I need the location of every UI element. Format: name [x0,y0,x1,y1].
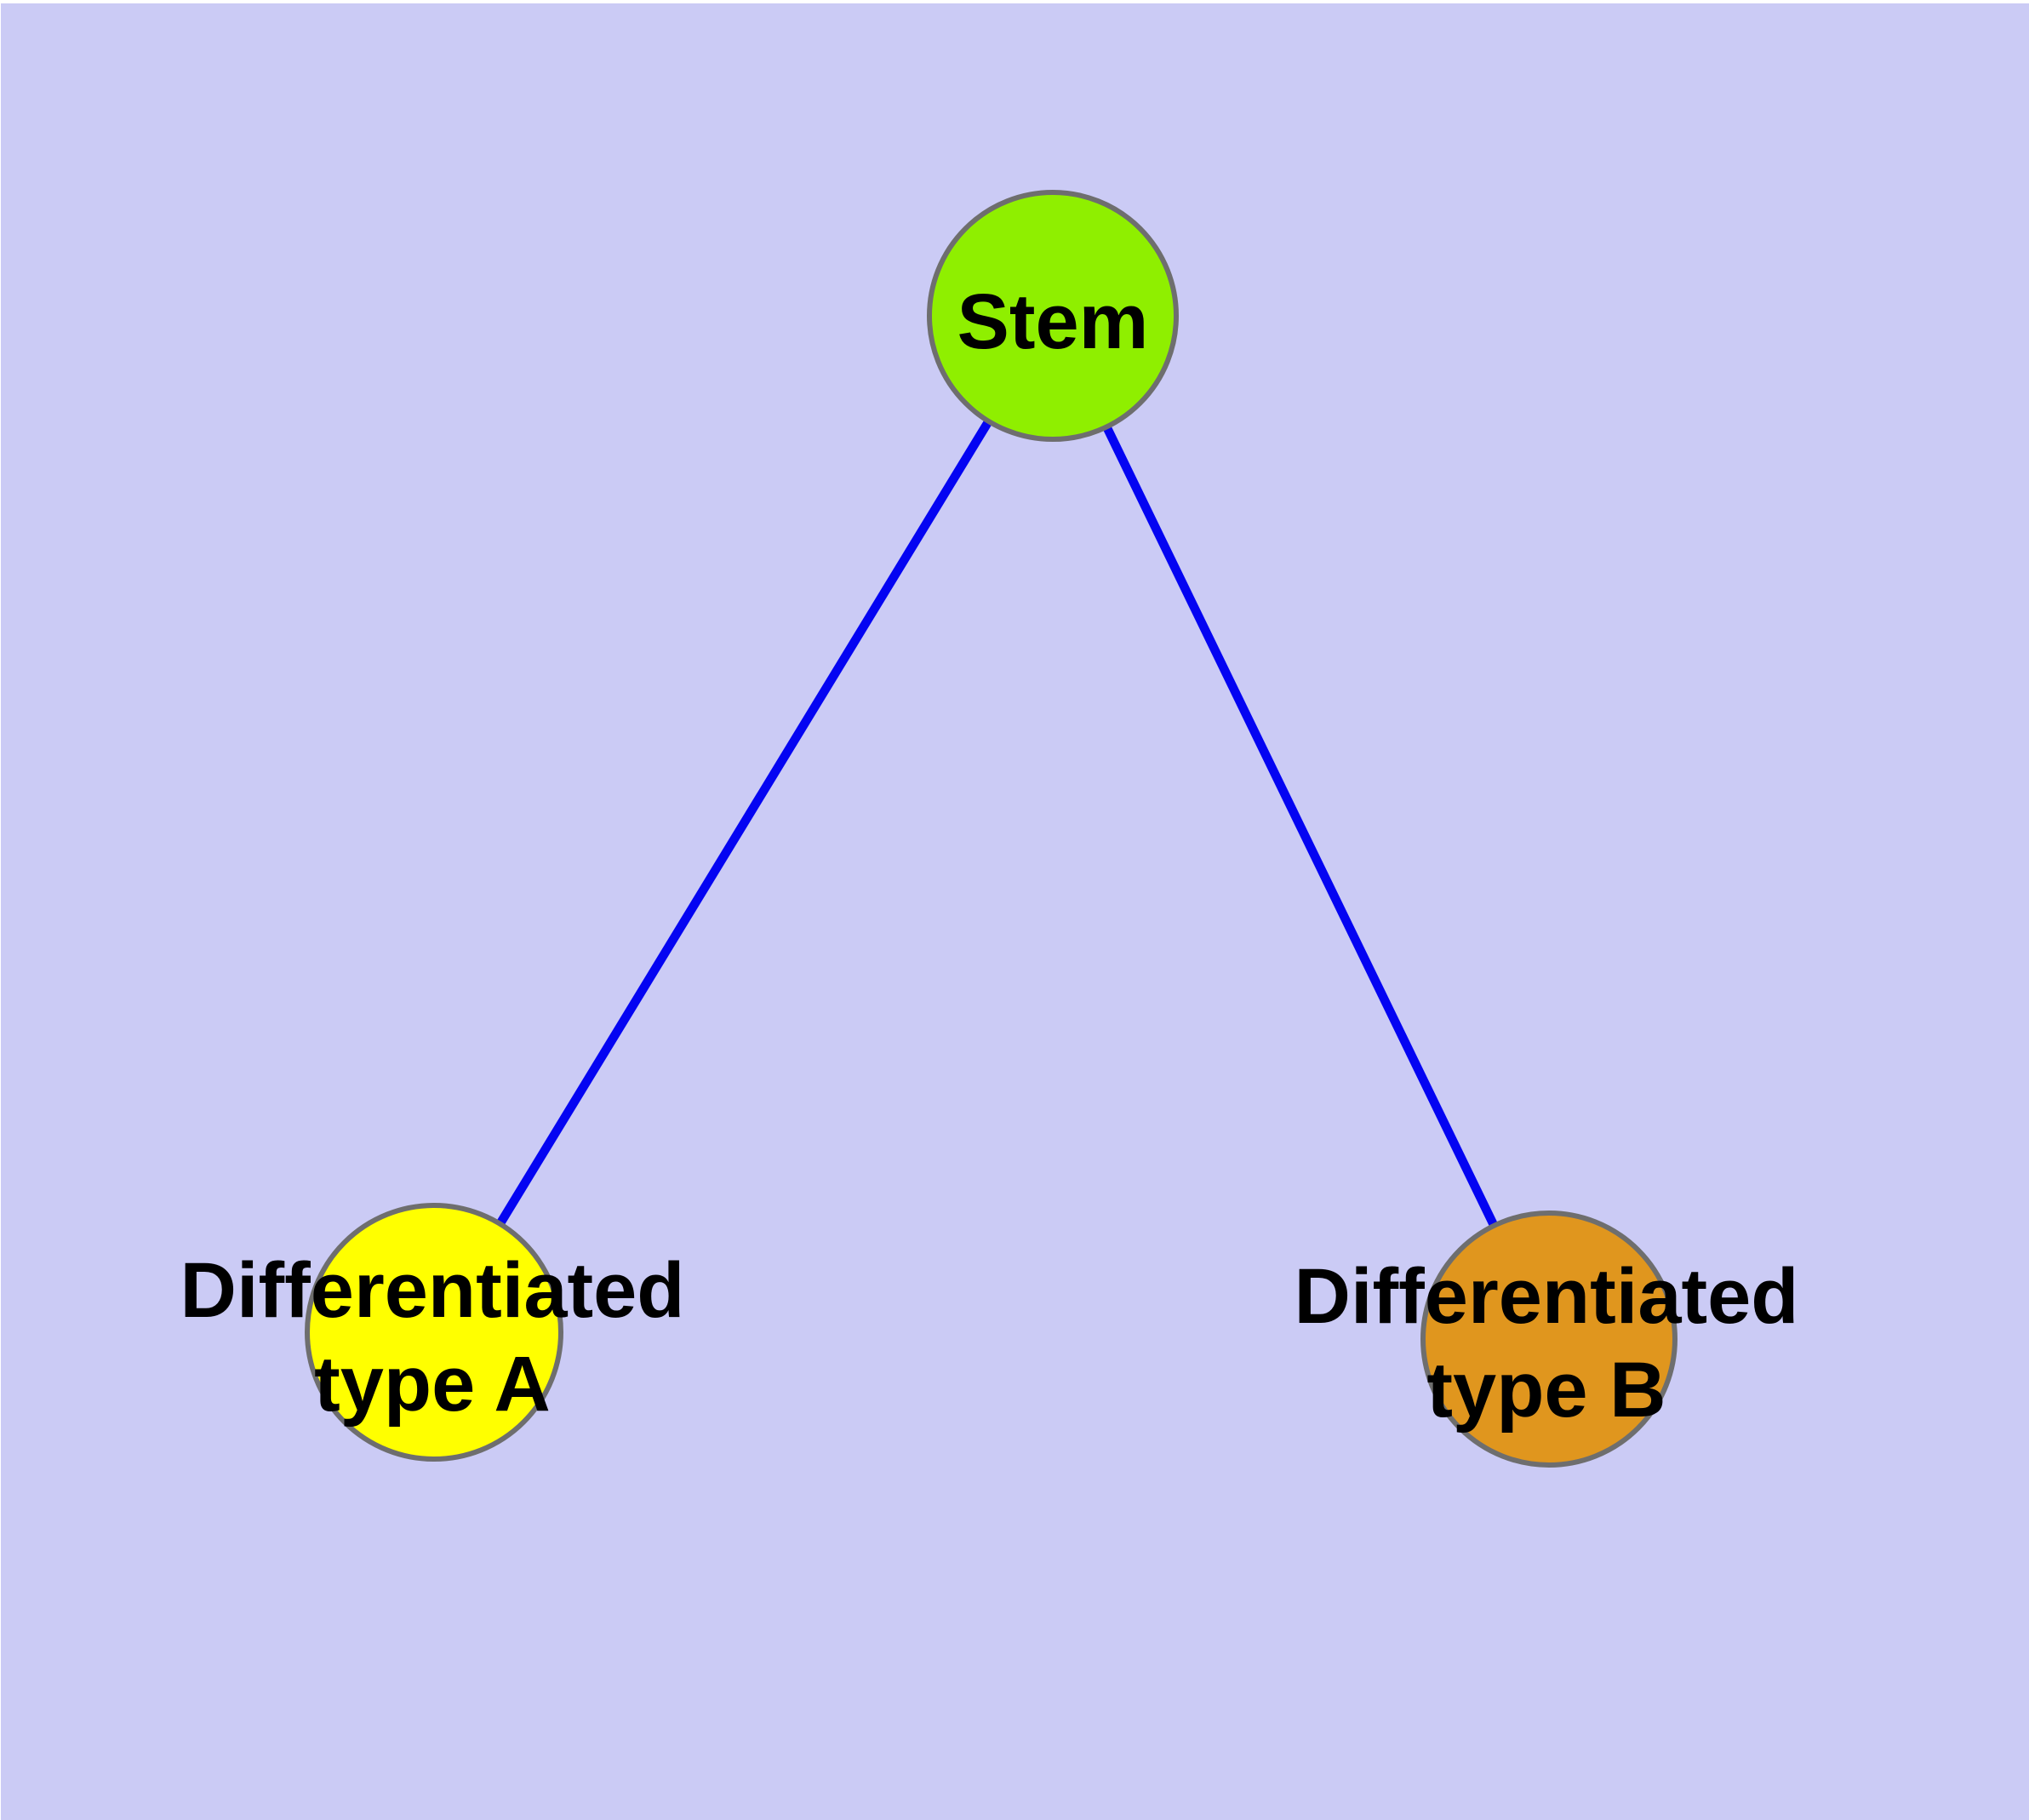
node-differentiated-type-a [305,1203,563,1462]
node-type-a-label-line2: type A [314,1341,551,1428]
node-type-b-label: Differentiated type B [1295,1250,1799,1437]
node-type-a-label: Differentiated type A [180,1244,685,1431]
node-type-a-label-line1: Differentiated [180,1247,685,1334]
node-type-b-label-line2: type B [1426,1347,1666,1434]
node-differentiated-type-b [1420,1210,1677,1468]
node-stem [927,190,1179,442]
node-stem-label: Stem [957,278,1149,365]
edge-stem-to-type-b [1049,313,1553,1342]
edge-stem-to-type-a [430,313,1057,1335]
node-type-b-label-line1: Differentiated [1294,1253,1799,1340]
